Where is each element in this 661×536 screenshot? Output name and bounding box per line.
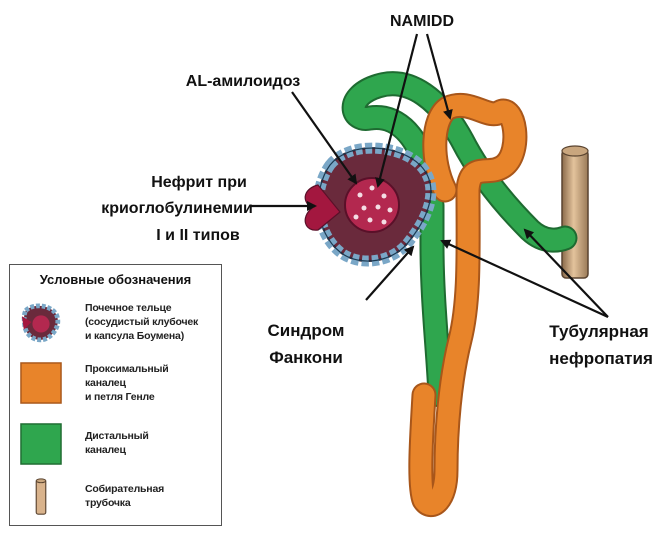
legend-line: каналец xyxy=(85,443,149,457)
legend-text-renal-corpuscle: Почечное тельце (сосудистый клубочек и к… xyxy=(85,301,198,343)
legend-line: Дистальный xyxy=(85,429,149,443)
legend-line: и капсула Боумена) xyxy=(85,329,198,343)
tubular-label-line-1: Тубулярная xyxy=(549,322,648,341)
legend-line: Собирательная xyxy=(85,482,164,496)
namidd-label: NAMIDD xyxy=(390,13,454,30)
legend-title: Условные обозначения xyxy=(10,272,221,287)
collecting-duct xyxy=(562,146,588,278)
legend-text-proximal-tubule: Проксимальный каналец и петля Генле xyxy=(85,362,169,404)
renal-corpuscle xyxy=(305,148,431,261)
legend-line: (сосудистый клубочек xyxy=(85,315,198,329)
tubular-label-line-2: нефропатия xyxy=(549,349,653,368)
fanconi-label-line-1: Синдром xyxy=(268,321,345,340)
fanconi-label-line-2: Фанкони xyxy=(269,348,343,367)
legend-line: трубочка xyxy=(85,496,164,510)
legend-line: Почечное тельце xyxy=(85,301,198,315)
legend-item-distal-tubule: Дистальный каналец xyxy=(20,423,220,483)
legend-box: Условные обозначения Почечное тельце (со… xyxy=(9,264,222,526)
legend-text-distal-tubule: Дистальный каналец xyxy=(85,429,149,457)
legend-item-collecting-duct: Собирательная трубочка xyxy=(20,476,220,536)
collecting-duct-icon xyxy=(20,476,62,518)
distal-tubule-swatch xyxy=(20,423,62,465)
legend-item-renal-corpuscle: Почечное тельце (сосудистый клубочек и к… xyxy=(20,301,220,361)
legend-item-proximal-tubule: Проксимальный каналец и петля Генле xyxy=(20,362,220,422)
al-amyloidosis-label: AL-амилоидоз xyxy=(186,73,301,90)
nephritis-label-line-1: Нефрит при xyxy=(151,174,247,191)
legend-text-collecting-duct: Собирательная трубочка xyxy=(85,482,164,510)
legend-line: и петля Генле xyxy=(85,390,169,404)
legend-line: Проксимальный xyxy=(85,362,169,376)
legend-line: каналец xyxy=(85,376,169,390)
nephritis-label-line-2: криоглобулинемии xyxy=(101,200,253,217)
nephritis-label-line-3: I и II типов xyxy=(156,227,240,244)
proximal-tubule-swatch xyxy=(20,362,62,404)
renal-corpuscle-icon xyxy=(20,301,62,343)
